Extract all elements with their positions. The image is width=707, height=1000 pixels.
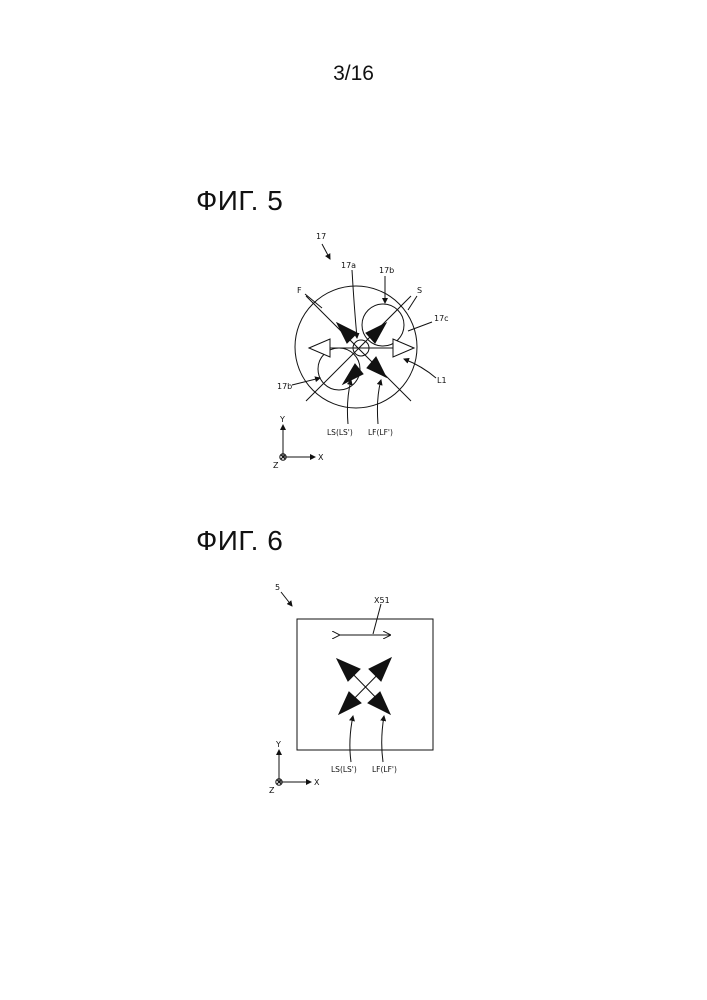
- label-17: 17: [316, 232, 326, 241]
- label-x51: X51: [374, 596, 390, 605]
- label-17b-top: 17b: [379, 266, 394, 275]
- label-s: S: [417, 286, 422, 295]
- label-f: F: [297, 286, 302, 295]
- leader-lf-6: [382, 716, 384, 762]
- label-17c: 17c: [434, 314, 449, 323]
- axis-label-x: X: [318, 453, 324, 462]
- figure-6-diagram: [276, 592, 433, 785]
- label-lf: LF(LF'): [368, 428, 393, 437]
- axis-label-y: Y: [279, 415, 285, 424]
- figure-5-diagram: [280, 244, 436, 460]
- leader-17c: [408, 322, 432, 331]
- arrowhead-6-lower-right: [368, 692, 390, 714]
- device-rectangle: [297, 619, 433, 750]
- open-arrowhead-left: [309, 339, 330, 357]
- label-ls: LS(LS'): [327, 428, 353, 437]
- leader-ls-6: [350, 716, 353, 762]
- arrowhead-upper-left: [337, 323, 357, 343]
- open-arrowhead-right: [393, 339, 414, 357]
- axis-label-x-6: X: [314, 778, 320, 787]
- leader-f: [305, 294, 322, 308]
- leader-17: [322, 244, 330, 259]
- leader-17a: [352, 270, 357, 338]
- label-5: 5: [275, 583, 280, 592]
- arrowhead-6-upper-right: [369, 658, 391, 681]
- leader-lf: [377, 380, 381, 424]
- label-lf-6: LF(LF'): [372, 765, 397, 774]
- leader-17b-bottom: [292, 378, 320, 385]
- leader-l1: [404, 359, 436, 378]
- axis-label-y-6: Y: [275, 740, 281, 749]
- label-17a: 17a: [341, 261, 356, 270]
- label-17b-bottom: 17b: [277, 382, 292, 391]
- label-ls-6: LS(LS'): [331, 765, 357, 774]
- axis-label-z-6: Z: [269, 786, 275, 795]
- leader-5: [281, 592, 292, 606]
- label-l1: L1: [437, 376, 447, 385]
- axis-label-z: Z: [273, 461, 279, 470]
